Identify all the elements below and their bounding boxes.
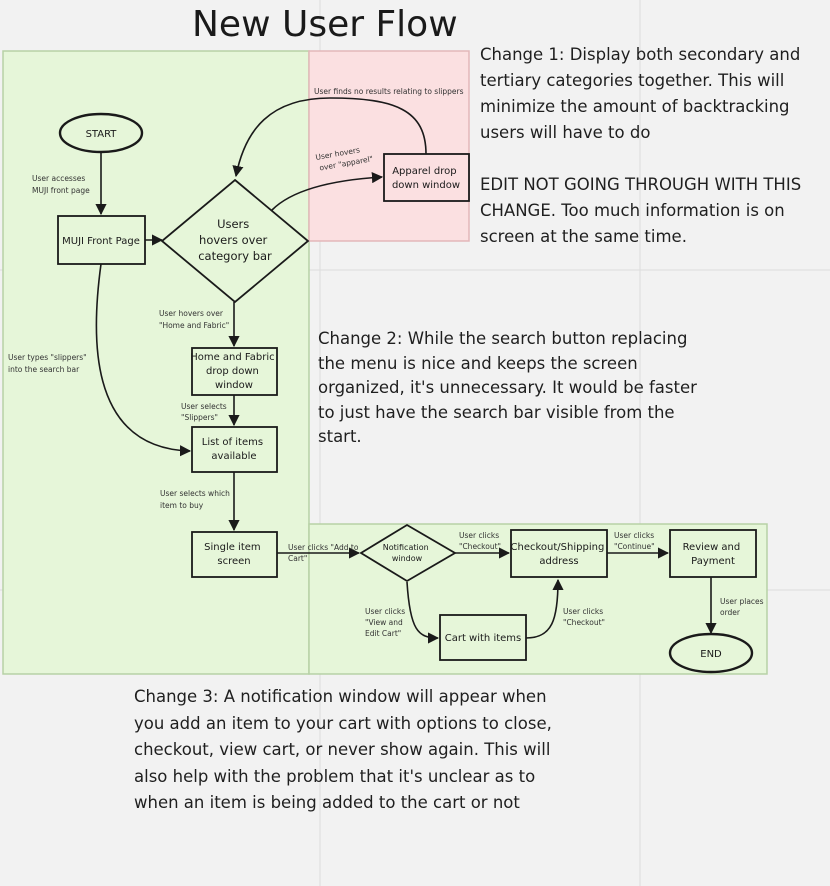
edge-label: item to buy bbox=[160, 501, 204, 510]
node-apparel-line: Apparel drop bbox=[392, 166, 456, 177]
change-3-note: Change 3: A notification window will app… bbox=[134, 687, 552, 812]
edge-label: User accesses bbox=[32, 174, 85, 183]
node-items-list-line: List of items bbox=[202, 437, 263, 448]
edge-label: User hovers over bbox=[159, 309, 224, 318]
edge-cart-to-checkout bbox=[525, 578, 564, 639]
edge-label: User clicks bbox=[563, 607, 603, 616]
node-notification-line: Notification bbox=[383, 543, 429, 552]
change-1-edit-note: EDIT NOT GOING THROUGH WITH THIS CHANGE.… bbox=[480, 175, 802, 246]
edge-label: "View and bbox=[365, 618, 403, 627]
node-users-hover-line: hovers over bbox=[199, 233, 267, 247]
node-apparel: Apparel drop down window bbox=[383, 153, 470, 202]
node-home-fabric: Home and Fabric drop down window bbox=[190, 347, 278, 396]
node-single-item-line: screen bbox=[217, 556, 250, 567]
node-review-line: Review and bbox=[683, 542, 741, 553]
node-checkout-line: address bbox=[539, 556, 578, 567]
svg-text:Single item screen: Single item screen bbox=[204, 542, 264, 567]
page-title: New User Flow bbox=[192, 4, 458, 45]
svg-text:Users hovers over: Users hovers over category bar bbox=[198, 217, 272, 263]
svg-text:User clicks"Checkout": User clicks "Checkout" bbox=[563, 607, 605, 627]
edge-label: order bbox=[720, 608, 741, 617]
edge-notif-to-cart bbox=[406, 581, 440, 644]
svg-text:Review and Payment: Review and Payment bbox=[683, 542, 744, 567]
svg-text:User clicks"Continue": User clicks "Continue" bbox=[614, 531, 655, 551]
node-apparel-line: down window bbox=[392, 180, 460, 191]
change-2-note: Change 2: While the search button replac… bbox=[318, 329, 697, 446]
change-1-note: Change 1: Display both secondary and ter… bbox=[480, 45, 801, 142]
edge-label: Edit Cart" bbox=[365, 629, 401, 638]
edge-label: User types "slippers" bbox=[8, 353, 87, 362]
node-checkout: Checkout/Shipping address bbox=[510, 529, 608, 578]
edge-label: User clicks bbox=[459, 531, 499, 540]
edge-label: into the search bar bbox=[8, 365, 80, 374]
region-pink bbox=[308, 50, 470, 242]
node-start-label: START bbox=[86, 129, 118, 140]
node-users-hover: Users hovers over category bar bbox=[160, 178, 310, 304]
svg-text:User hovers over"Home and Fabr: User hovers over "Home and Fabric" bbox=[159, 309, 229, 330]
svg-text:Notification window: Notification window bbox=[383, 543, 431, 563]
svg-text:Checkout/Shipping addres: Checkout/Shipping address bbox=[511, 542, 608, 567]
node-end-label: END bbox=[700, 649, 722, 660]
edge-front-to-list bbox=[95, 263, 192, 457]
node-checkout-line: Checkout/Shipping bbox=[511, 542, 605, 553]
node-review: Review and Payment bbox=[669, 529, 757, 578]
edge-label: User selects which bbox=[160, 489, 230, 498]
node-start: START bbox=[58, 112, 144, 154]
edge-label: User clicks "Add to bbox=[288, 543, 359, 552]
node-cart-label: Cart with items bbox=[445, 633, 522, 644]
edge-apparel-loop bbox=[232, 97, 427, 178]
svg-text:User types "slippers"into the: User types "slippers" into the search bar bbox=[8, 353, 87, 374]
node-items-list-line: available bbox=[211, 451, 256, 462]
edge-users-to-apparel bbox=[271, 172, 384, 211]
node-single-item: Single item screen bbox=[191, 531, 278, 578]
edge-label: "Continue" bbox=[614, 542, 655, 551]
node-front-page-label: MUJI Front Page bbox=[62, 236, 140, 247]
node-home-fabric-line: window bbox=[215, 380, 253, 391]
node-end: END bbox=[668, 632, 754, 674]
svg-text:List of items available: List of items available bbox=[202, 437, 266, 462]
node-review-line: Payment bbox=[691, 556, 735, 567]
node-notification: Notification window bbox=[359, 523, 457, 583]
node-single-item-line: Single item bbox=[204, 542, 261, 553]
svg-text:User clicks"Checkout": User clicks "Checkout" bbox=[459, 531, 501, 551]
edge-label: "Checkout" bbox=[459, 542, 501, 551]
node-home-fabric-line: drop down bbox=[206, 366, 259, 377]
node-notification-line: window bbox=[392, 554, 423, 563]
svg-text:User selects"Slippers": User selects "Slippers" bbox=[181, 402, 227, 422]
edge-label: "Home and Fabric" bbox=[159, 321, 229, 330]
node-users-hover-line: category bar bbox=[198, 249, 272, 263]
edge-label: User finds no results relating to slippe… bbox=[314, 87, 464, 96]
node-front-page: MUJI Front Page bbox=[57, 215, 146, 265]
edge-label: User clicks bbox=[365, 607, 405, 616]
node-users-hover-line: Users bbox=[217, 217, 249, 231]
svg-text:Apparel drop down window: Apparel drop down window bbox=[392, 166, 460, 191]
node-items-list: List of items available bbox=[191, 426, 278, 473]
edge-label: User places bbox=[720, 597, 764, 606]
node-home-fabric-line: Home and Fabric bbox=[190, 352, 274, 363]
edge-label: User selects bbox=[181, 402, 227, 411]
node-cart: Cart with items bbox=[439, 614, 527, 661]
edge-label: User clicks bbox=[614, 531, 654, 540]
edge-label: MUJI front page bbox=[32, 186, 90, 195]
edge-label: "Slippers" bbox=[181, 413, 218, 422]
edge-label: "Checkout" bbox=[563, 618, 605, 627]
edge-label: Cart" bbox=[288, 554, 307, 563]
svg-text:Home and Fabric drop dow: Home and Fabric drop down window bbox=[190, 352, 278, 391]
